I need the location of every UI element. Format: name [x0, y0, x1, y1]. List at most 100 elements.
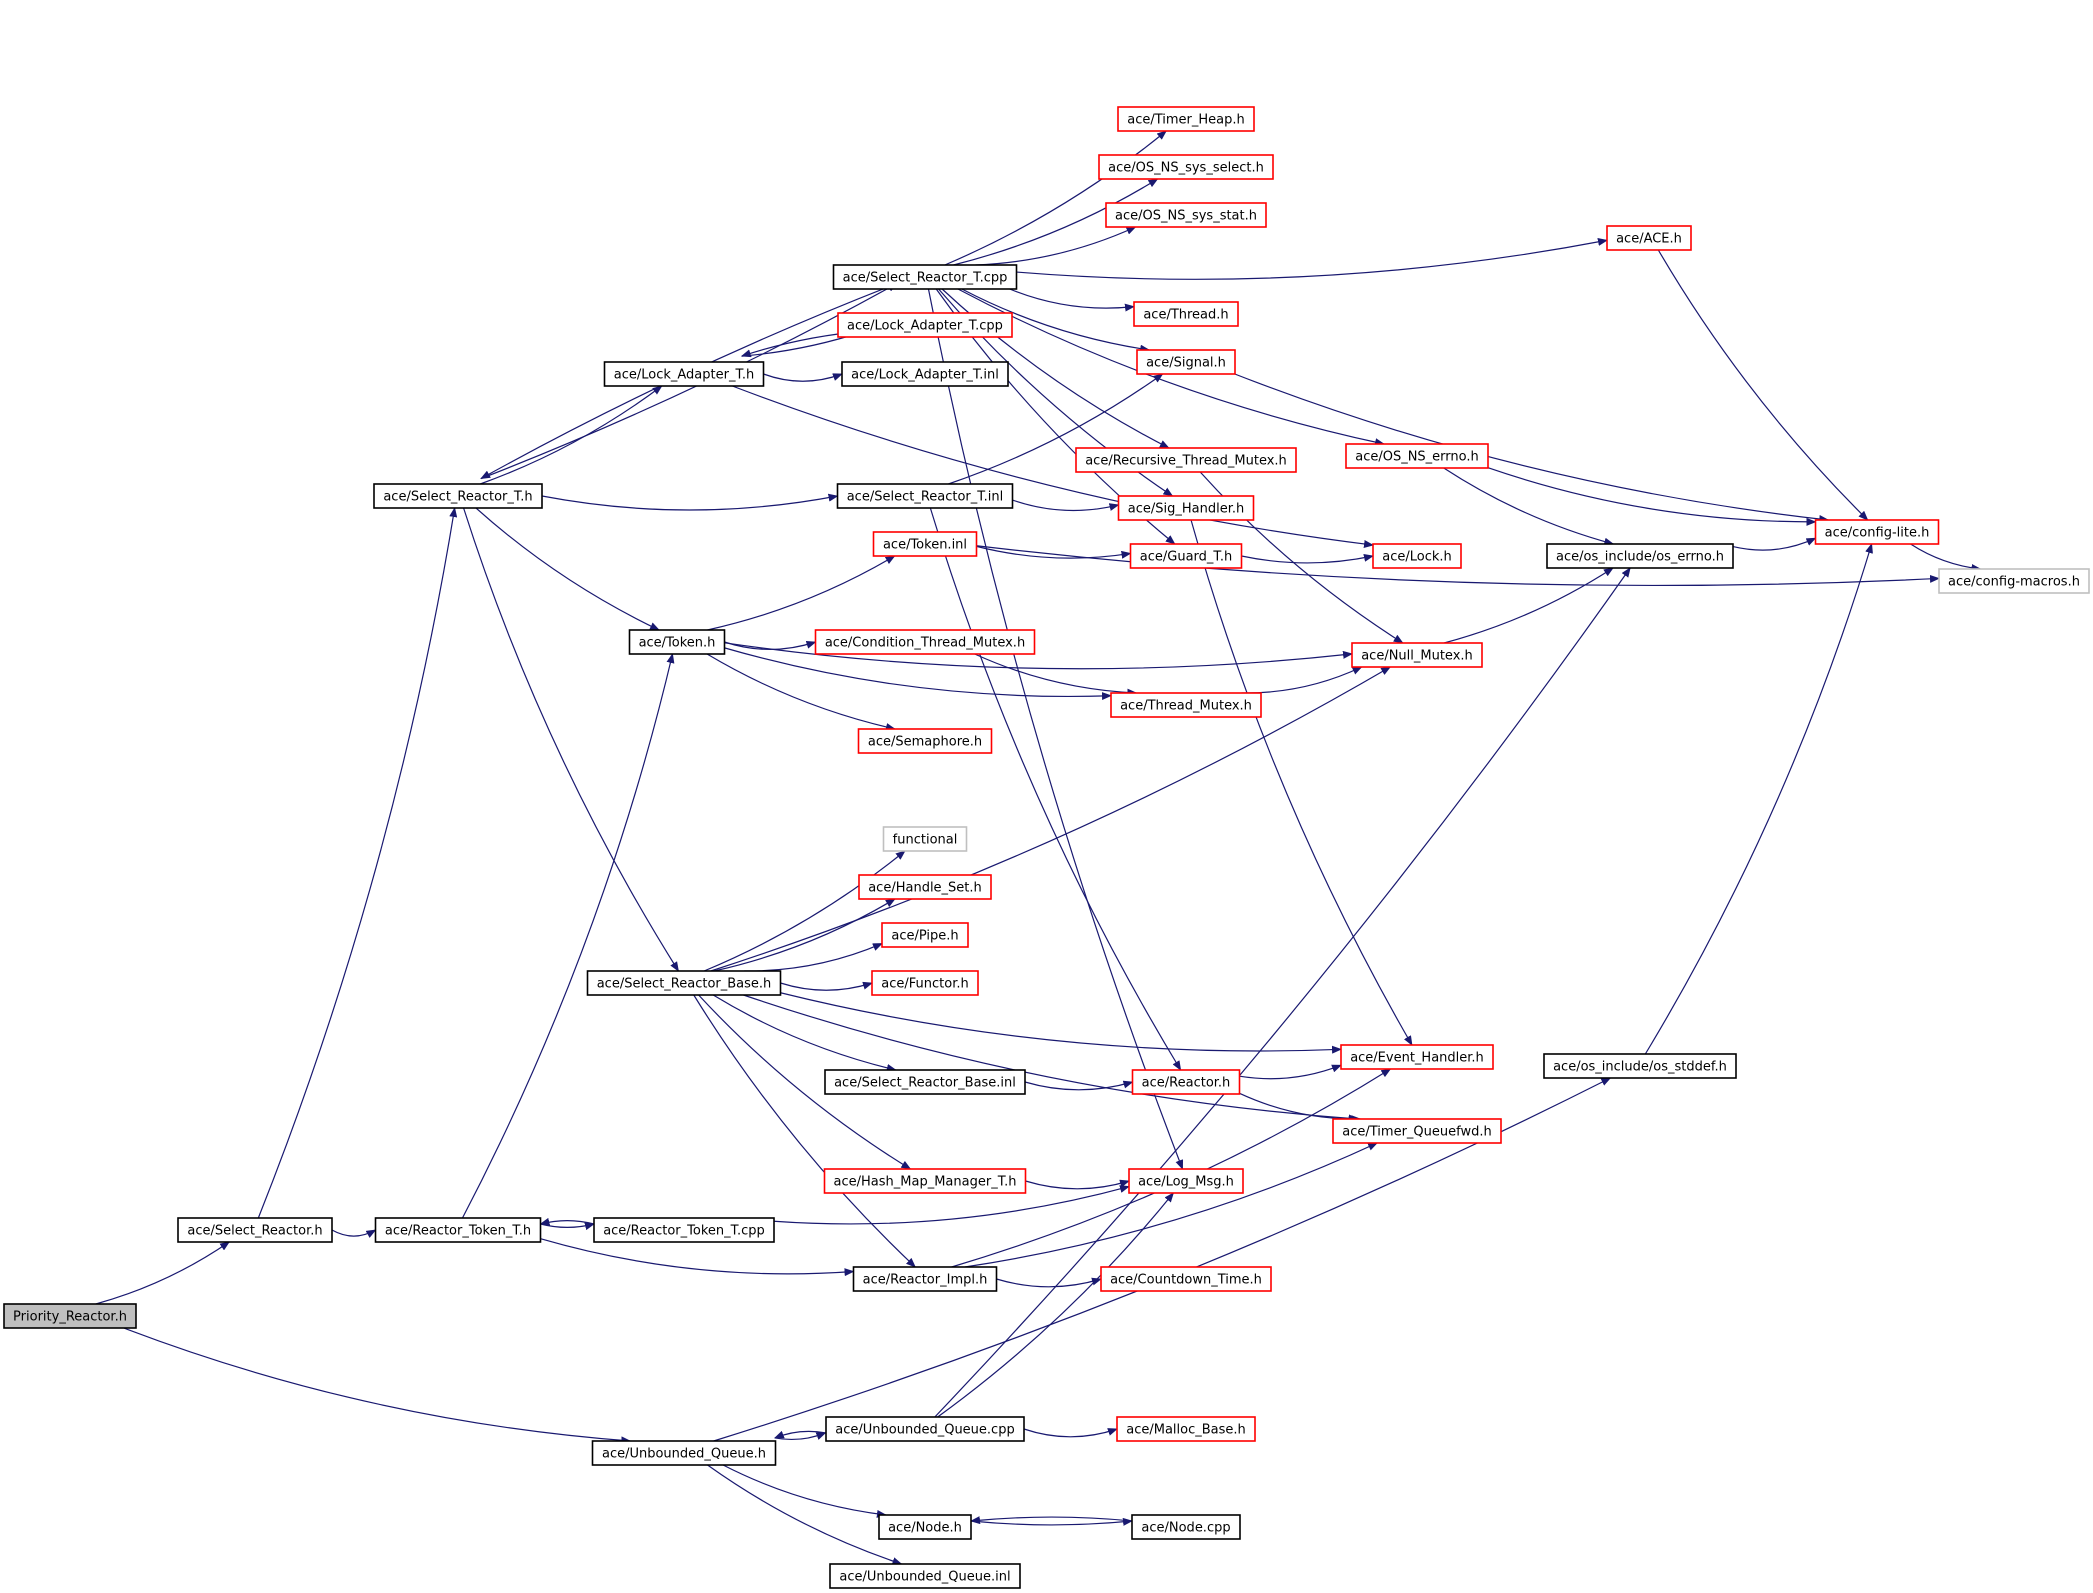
node-thread-mutex-h[interactable]: ace/Thread_Mutex.h	[1110, 692, 1262, 718]
node-handle-set-h[interactable]: ace/Handle_Set.h	[858, 874, 992, 900]
node-config-macros-h[interactable]: ace/config-macros.h	[1938, 568, 2090, 594]
node-label: ace/Unbounded_Queue.h	[602, 1447, 766, 1462]
node-reactor-impl-h[interactable]: ace/Reactor_Impl.h	[852, 1266, 998, 1292]
node-sig-handler-h[interactable]: ace/Sig_Handler.h	[1117, 495, 1255, 521]
node-thread-h[interactable]: ace/Thread.h	[1133, 301, 1239, 327]
node-unbounded-queue-h[interactable]: ace/Unbounded_Queue.h	[591, 1440, 777, 1466]
edge-condition-thread-mutex-h-to-thread-mutex-h	[974, 653, 1138, 697]
node-box	[1543, 1053, 1737, 1079]
node-label: ace/Lock_Adapter_T.cpp	[847, 319, 1003, 334]
edge-token-h-to-condition-thread-mutex-h	[724, 640, 817, 651]
node-select-reactor-t-h[interactable]: ace/Select_Reactor_T.h	[373, 483, 543, 509]
node-box	[823, 1168, 1027, 1194]
node-box	[1938, 568, 2090, 594]
node-os-ns-sys-stat-h[interactable]: ace/OS_NS_sys_stat.h	[1105, 202, 1267, 228]
node-box	[1814, 519, 1940, 545]
edge-select-reactor-t-h-to-token-h	[475, 507, 660, 631]
node-reactor-token-t-cpp[interactable]: ace/Reactor_Token_T.cpp	[593, 1217, 775, 1243]
edge-unbounded-queue-cpp-to-log-msg-h	[937, 1192, 1174, 1418]
node-label: ace/Select_Reactor_T.cpp	[843, 271, 1008, 286]
node-timer-queuefwd-h[interactable]: ace/Timer_Queuefwd.h	[1332, 1118, 1502, 1144]
node-label: ace/os_include/os_stddef.h	[1553, 1060, 1727, 1075]
node-label: ace/ACE.h	[1616, 232, 1682, 247]
node-semaphore-h[interactable]: ace/Semaphore.h	[857, 728, 993, 754]
edge-sig-handler-h-to-event-handler-h	[1190, 519, 1413, 1046]
node-timer-heap-h[interactable]: ace/Timer_Heap.h	[1117, 106, 1255, 132]
edge-unbounded-queue-cpp-to-os-errno-h	[934, 567, 1631, 1418]
node-node-cpp[interactable]: ace/Node.cpp	[1131, 1514, 1241, 1540]
node-label: ace/Node.cpp	[1141, 1521, 1230, 1536]
node-box	[177, 1217, 333, 1243]
node-unbounded-queue-cpp[interactable]: ace/Unbounded_Queue.cpp	[825, 1416, 1025, 1442]
node-reactor-h[interactable]: ace/Reactor.h	[1131, 1069, 1241, 1095]
node-signal-h[interactable]: ace/Signal.h	[1136, 349, 1236, 375]
node-event-handler-h[interactable]: ace/Event_Handler.h	[1340, 1044, 1494, 1070]
node-unbounded-queue-inl[interactable]: ace/Unbounded_Queue.inl	[829, 1563, 1021, 1589]
edge-select-reactor-t-cpp-to-log-msg-h	[927, 288, 1184, 1170]
node-os-errno-h[interactable]: ace/os_include/os_errno.h	[1546, 543, 1734, 569]
edge-select-reactor-t-cpp-to-os-ns-sys-stat-h	[975, 226, 1137, 266]
node-lock-adapter-t-cpp[interactable]: ace/Lock_Adapter_T.cpp	[837, 312, 1013, 338]
node-token-inl[interactable]: ace/Token.inl	[872, 531, 978, 557]
node-label: ace/Lock.h	[1382, 550, 1452, 565]
node-lock-h[interactable]: ace/Lock.h	[1372, 543, 1462, 569]
edge-token-h-to-semaphore-h	[706, 653, 896, 731]
node-lock-adapter-t-h[interactable]: ace/Lock_Adapter_T.h	[603, 361, 765, 387]
edge-token-h-to-token-inl	[707, 555, 896, 631]
node-malloc-base-h[interactable]: ace/Malloc_Base.h	[1116, 1416, 1256, 1442]
node-pipe-h[interactable]: ace/Pipe.h	[881, 922, 969, 948]
node-box	[1075, 447, 1297, 473]
node-node-h[interactable]: ace/Node.h	[878, 1514, 972, 1540]
edge-select-reactor-t-cpp-to-ace-h	[1016, 238, 1608, 280]
node-box	[837, 312, 1013, 338]
node-select-reactor-h[interactable]: ace/Select_Reactor.h	[177, 1217, 333, 1243]
node-box	[829, 1563, 1021, 1589]
node-label: ace/Select_Reactor_T.inl	[847, 490, 1004, 505]
node-box	[878, 1514, 972, 1540]
node-null-mutex-h[interactable]: ace/Null_Mutex.h	[1351, 642, 1483, 668]
edge-config-lite-h-to-config-macros-h	[1910, 543, 1982, 572]
node-box	[593, 1217, 775, 1243]
edge-select-reactor-t-inl-to-sig-handler-h	[1012, 499, 1120, 512]
edge-os-ns-errno-h-to-os-errno-h	[1443, 467, 1615, 546]
node-select-reactor-t-cpp[interactable]: ace/Select_Reactor_T.cpp	[832, 264, 1018, 290]
node-functional[interactable]: functional	[882, 826, 968, 852]
node-label: ace/Select_Reactor_Base.inl	[834, 1076, 1016, 1091]
node-condition-thread-mutex-h[interactable]: ace/Condition_Thread_Mutex.h	[814, 629, 1036, 655]
edge-reactor-token-t-h-to-reactor-token-t-cpp	[540, 1222, 595, 1231]
node-reactor-token-t-h[interactable]: ace/Reactor_Token_T.h	[374, 1217, 542, 1243]
node-box	[852, 1266, 998, 1292]
node-hash-map-manager-t-h[interactable]: ace/Hash_Map_Manager_T.h	[823, 1168, 1027, 1194]
edge-node-cpp-to-node-h	[970, 1516, 1133, 1525]
node-box	[824, 1069, 1026, 1095]
node-box	[825, 1416, 1025, 1442]
node-label: ace/Select_Reactor_Base.h	[597, 977, 772, 992]
node-select-reactor-base-inl[interactable]: ace/Select_Reactor_Base.inl	[824, 1069, 1026, 1095]
edge-reactor-token-t-cpp-to-reactor-token-t-h	[539, 1217, 595, 1226]
node-box	[1606, 225, 1692, 251]
node-token-h[interactable]: ace/Token.h	[628, 629, 726, 655]
node-label: ace/Pipe.h	[891, 929, 958, 944]
node-priority-reactor-h[interactable]: Priority_Reactor.h	[3, 1303, 137, 1329]
node-os-ns-errno-h[interactable]: ace/OS_NS_errno.h	[1345, 443, 1489, 469]
node-ace-h[interactable]: ace/ACE.h	[1606, 225, 1692, 251]
edge-unbounded-queue-h-to-unbounded-queue-cpp	[774, 1432, 827, 1441]
node-label: ace/Guard_T.h	[1140, 550, 1232, 565]
node-functor-h[interactable]: ace/Functor.h	[871, 970, 979, 996]
node-select-reactor-base-h[interactable]: ace/Select_Reactor_Base.h	[586, 970, 782, 996]
node-log-msg-h[interactable]: ace/Log_Msg.h	[1128, 1168, 1244, 1194]
node-select-reactor-t-inl[interactable]: ace/Select_Reactor_T.inl	[836, 483, 1014, 509]
edge-select-reactor-t-h-to-select-reactor-base-h	[462, 507, 679, 972]
node-box	[603, 361, 765, 387]
node-label: ace/Hash_Map_Manager_T.h	[834, 1175, 1017, 1190]
node-label: ace/Log_Msg.h	[1138, 1175, 1234, 1190]
node-lock-adapter-t-inl[interactable]: ace/Lock_Adapter_T.inl	[841, 361, 1009, 387]
node-os-stddef-h[interactable]: ace/os_include/os_stddef.h	[1543, 1053, 1737, 1079]
node-guard-t-h[interactable]: ace/Guard_T.h	[1129, 543, 1243, 569]
node-label: ace/Reactor_Token_T.h	[385, 1224, 531, 1239]
node-config-lite-h[interactable]: ace/config-lite.h	[1814, 519, 1940, 545]
node-os-ns-sys-select-h[interactable]: ace/OS_NS_sys_select.h	[1098, 154, 1274, 180]
node-recursive-thread-mutex-h[interactable]: ace/Recursive_Thread_Mutex.h	[1075, 447, 1297, 473]
node-box	[832, 264, 1018, 290]
node-countdown-time-h[interactable]: ace/Countdown_Time.h	[1100, 1266, 1272, 1292]
